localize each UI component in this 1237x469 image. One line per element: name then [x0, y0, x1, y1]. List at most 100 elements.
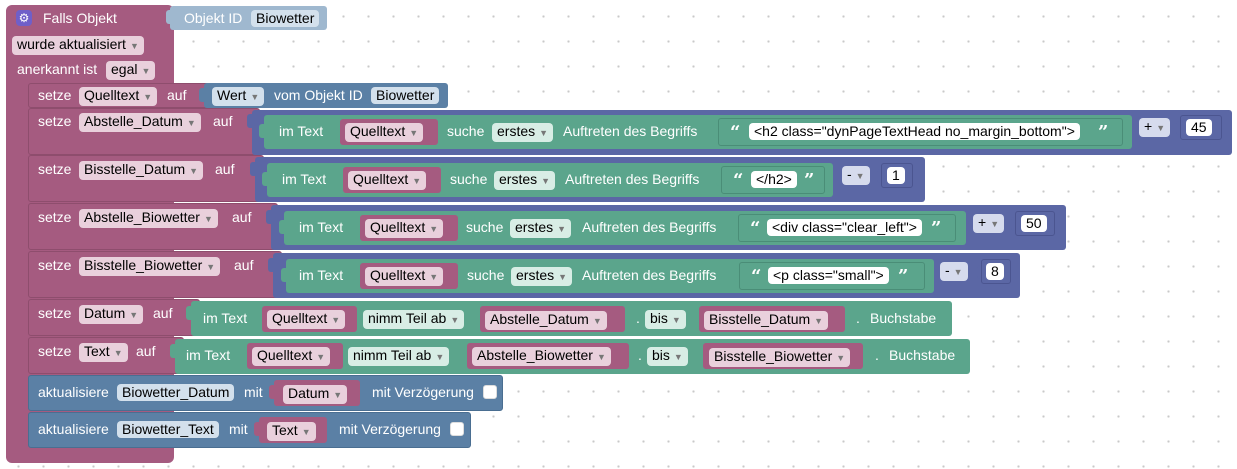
im-text-label: im Text — [203, 310, 248, 326]
string-value-p[interactable]: <p class="small"> — [768, 267, 889, 284]
value-connector — [247, 114, 253, 128]
number-value-1[interactable]: 1 — [887, 167, 905, 184]
open-quote-icon: “ — [750, 218, 761, 239]
substring-to-dropdown[interactable]: bis▼ — [647, 347, 688, 366]
var-dropdown-quelltext[interactable]: Quelltext▼ — [348, 171, 427, 190]
delay-checkbox[interactable] — [450, 422, 464, 436]
open-quote-icon: “ — [730, 122, 741, 143]
value-connector — [250, 162, 256, 176]
trigger-ack-label: anerkannt ist — [17, 61, 98, 77]
object-id-biowetter-text[interactable]: Biowetter_Text — [117, 421, 219, 438]
trigger-event-dropdown[interactable]: wurde aktualisiert▼ — [12, 36, 144, 55]
dot-label: . — [856, 310, 860, 326]
auftreten-label: Auftreten des Begriffs — [582, 267, 717, 283]
substring-to-dropdown[interactable]: bis▼ — [645, 310, 686, 329]
trigger-object-id-label: Objekt ID — [184, 10, 243, 26]
suche-label: suche — [450, 171, 488, 187]
value-connector — [279, 220, 285, 234]
trigger-ack-dropdown[interactable]: egal▼ — [106, 61, 156, 80]
value-connector — [266, 210, 272, 224]
string-value-close-h2[interactable]: </h2> — [751, 171, 797, 188]
value-connector — [199, 88, 205, 102]
var-dropdown-abstelle-biowetter[interactable]: Abstelle_Biowetter▼ — [79, 209, 218, 228]
var-dropdown-quelltext[interactable]: Quelltext▼ — [365, 267, 444, 286]
setze-label: setze — [38, 87, 72, 103]
auf-label: auf — [136, 343, 156, 359]
aktualisiere-label: aktualisiere — [38, 384, 109, 400]
var-dropdown-bisstelle-biowetter[interactable]: Bisstelle_Biowetter▼ — [709, 348, 851, 367]
find-mode-dropdown[interactable]: erstes▼ — [492, 123, 554, 142]
close-quote-icon: ” — [1098, 122, 1109, 143]
value-connector — [733, 220, 739, 234]
var-dropdown-abstelle-biowetter[interactable]: Abstelle_Biowetter▼ — [472, 347, 611, 366]
dot-label: . — [636, 310, 640, 326]
string-value-h2[interactable]: <h2 class="dynPageTextHead no_margin_bot… — [749, 123, 1080, 140]
var-dropdown-quelltext[interactable]: Quelltext▼ — [345, 123, 424, 142]
find-mode-dropdown[interactable]: erstes▼ — [511, 267, 573, 286]
dot-label: . — [875, 347, 879, 363]
im-text-label: im Text — [299, 267, 344, 283]
object-id-biowetter[interactable]: Biowetter — [371, 87, 440, 104]
substring-from-dropdown[interactable]: nimm Teil ab▼ — [363, 310, 465, 329]
open-quote-icon: “ — [733, 170, 744, 191]
buchstabe-label: Buchstabe — [889, 347, 956, 363]
var-dropdown-datum[interactable]: Datum▼ — [283, 385, 348, 404]
value-connector — [281, 268, 287, 282]
setze-label: setze — [38, 209, 72, 225]
string-literal-block-2[interactable] — [721, 166, 825, 194]
vom-objekt-id-label: vom Objekt ID — [274, 87, 363, 103]
var-dropdown-quelltext[interactable]: Quelltext▼ — [79, 87, 158, 106]
open-quote-icon: “ — [751, 266, 762, 287]
auf-label: auf — [215, 161, 235, 177]
value-connector — [186, 306, 192, 320]
delay-checkbox[interactable] — [483, 385, 497, 399]
auf-label: auf — [234, 257, 254, 273]
setze-label: setze — [38, 161, 72, 177]
string-value-div[interactable]: <div class="clear_left"> — [767, 219, 922, 236]
var-dropdown-text[interactable]: Text▼ — [79, 343, 128, 362]
find-mode-dropdown[interactable]: erstes▼ — [494, 171, 556, 190]
operator-dropdown-minus[interactable]: -▼ — [940, 262, 968, 281]
var-dropdown-datum[interactable]: Datum▼ — [79, 305, 144, 324]
value-connector — [1011, 217, 1017, 231]
trigger-object-id-value[interactable]: Biowetter — [251, 10, 320, 27]
update-object-text-block[interactable] — [28, 412, 471, 448]
value-connector — [713, 124, 719, 138]
value-connector — [254, 422, 260, 436]
var-dropdown-quelltext[interactable]: Quelltext▼ — [267, 310, 346, 329]
value-connector — [269, 385, 275, 399]
number-value-50[interactable]: 50 — [1021, 215, 1047, 232]
operator-dropdown-minus[interactable]: -▼ — [842, 166, 870, 185]
dot-label: . — [638, 347, 642, 363]
value-connector — [259, 124, 265, 138]
auf-label: auf — [167, 87, 187, 103]
aktualisiere-label: aktualisiere — [38, 421, 109, 437]
var-dropdown-abstelle-datum[interactable]: Abstelle_Datum▼ — [485, 311, 607, 330]
operator-dropdown-plus[interactable]: +▼ — [1139, 118, 1171, 137]
setze-label: setze — [38, 257, 72, 273]
auf-label: auf — [213, 113, 233, 129]
find-mode-dropdown[interactable]: erstes▼ — [510, 219, 572, 238]
object-id-connector — [166, 10, 172, 24]
value-connector — [262, 172, 268, 186]
value-connector — [268, 258, 274, 272]
attribute-dropdown-wert[interactable]: Wert▼ — [212, 87, 265, 106]
update-object-datum-block[interactable] — [28, 375, 503, 411]
var-dropdown-quelltext[interactable]: Quelltext▼ — [252, 347, 331, 366]
object-id-biowetter-datum[interactable]: Biowetter_Datum — [117, 384, 235, 401]
im-text-label: im Text — [299, 219, 344, 235]
var-dropdown-bisstelle-datum[interactable]: Bisstelle_Datum▼ — [704, 311, 829, 330]
number-value-45[interactable]: 45 — [1186, 119, 1212, 136]
var-dropdown-bisstelle-biowetter[interactable]: Bisstelle_Biowetter▼ — [79, 257, 221, 276]
var-dropdown-abstelle-datum[interactable]: Abstelle_Datum▼ — [79, 113, 201, 132]
var-dropdown-bisstelle-datum[interactable]: Bisstelle_Datum▼ — [79, 161, 204, 180]
var-dropdown-text[interactable]: Text▼ — [267, 422, 316, 441]
setze-label: setze — [38, 305, 72, 321]
gear-icon[interactable]: ⚙ — [16, 10, 32, 26]
substring-from-dropdown[interactable]: nimm Teil ab▼ — [348, 347, 450, 366]
operator-dropdown-plus[interactable]: +▼ — [973, 214, 1005, 233]
auftreten-label: Auftreten des Begriffs — [565, 171, 700, 187]
number-value-8[interactable]: 8 — [986, 263, 1004, 280]
mit-verzoegerung-label: mit Verzögerung — [372, 384, 474, 400]
var-dropdown-quelltext[interactable]: Quelltext▼ — [365, 219, 444, 238]
